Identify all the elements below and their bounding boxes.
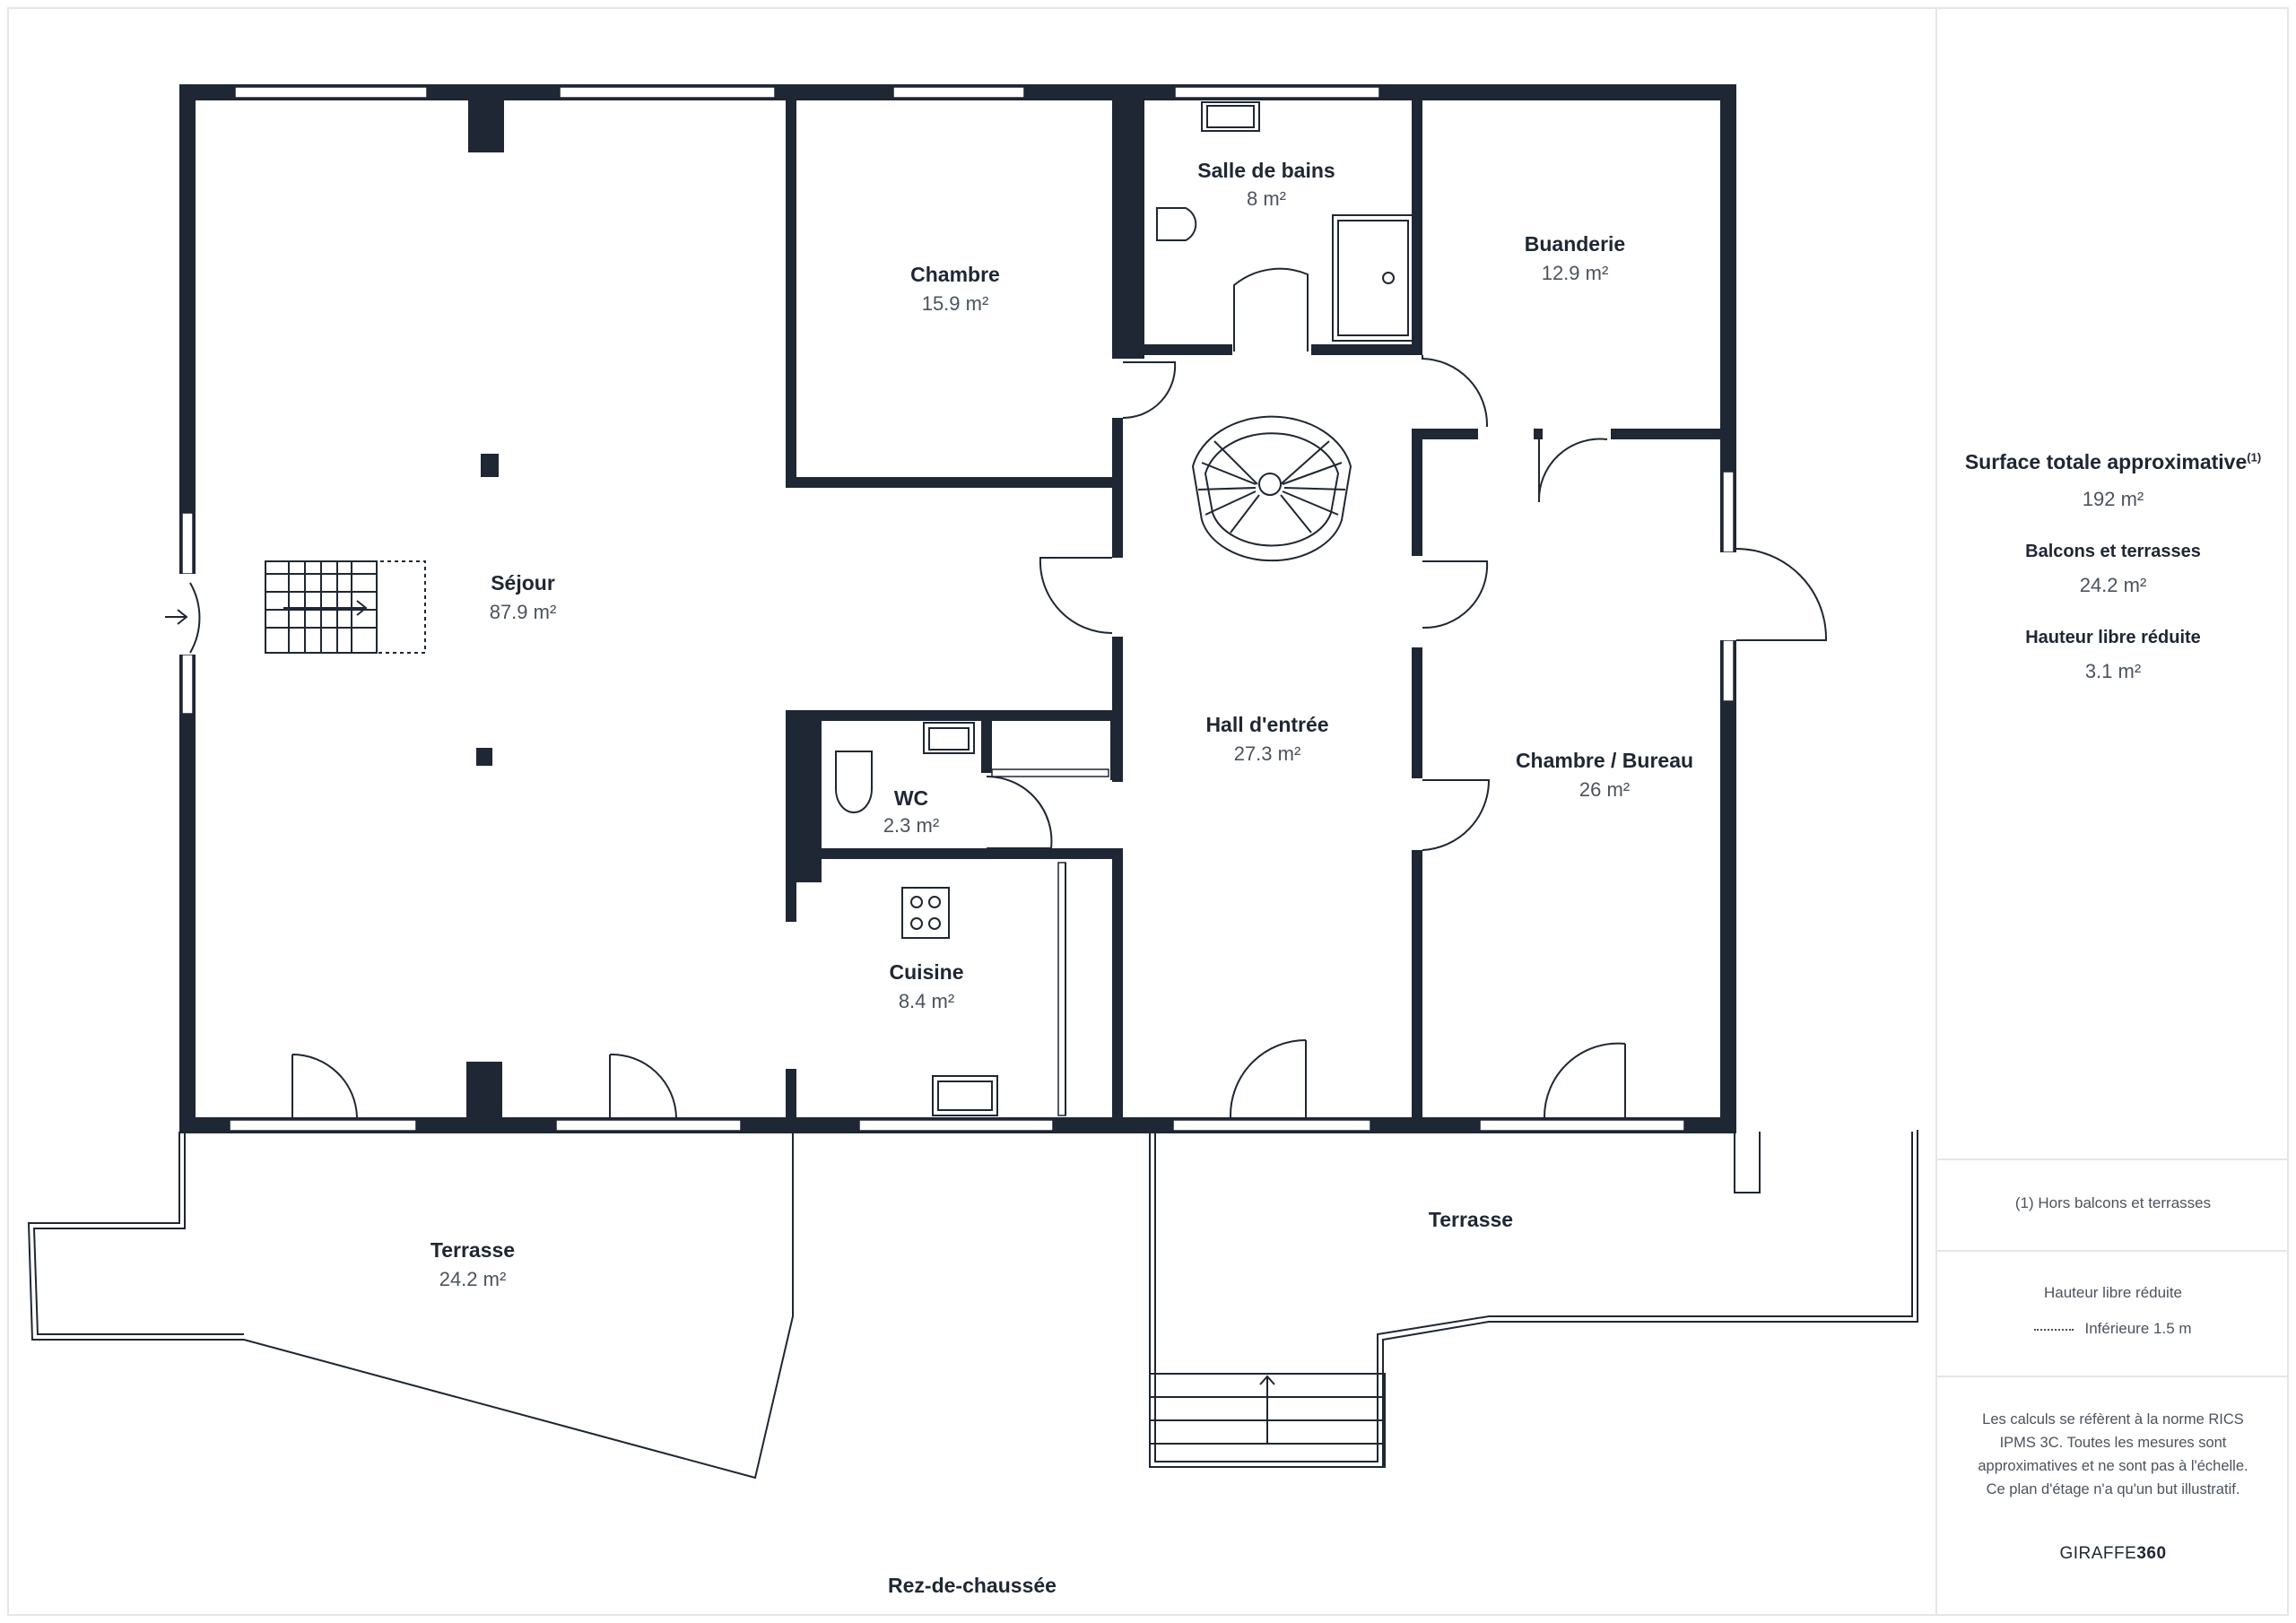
room-label-chambre-bureau: Chambre / Bureau 26 m² <box>1516 749 1693 801</box>
right-window-upper <box>1722 471 1735 553</box>
entry-arrow-icon <box>165 609 188 625</box>
svg-text:WC: WC <box>894 786 928 810</box>
svg-text:87.9 m²: 87.9 m² <box>490 601 557 623</box>
room-label-cuisine: Cuisine 8.4 m² <box>889 960 963 1012</box>
fixtures <box>794 101 1414 1116</box>
svg-text:Chambre / Bureau: Chambre / Bureau <box>1516 749 1693 772</box>
entrance-steps <box>1149 1373 1386 1468</box>
room-label-wc: WC 2.3 m² <box>883 786 939 837</box>
room-label-chambre: Chambre 15.9 m² <box>910 263 1000 315</box>
svg-text:Buanderie: Buanderie <box>1525 232 1625 256</box>
sheet-frame <box>7 7 2289 1616</box>
room-label-salle-de-bains: Salle de bains 8 m² <box>1197 159 1335 210</box>
svg-text:Hall d'entrée: Hall d'entrée <box>1205 713 1328 736</box>
room-label-terrasse-right: Terrasse <box>1429 1208 1513 1231</box>
kitchen-cabinet-line <box>1057 862 1066 1116</box>
svg-text:24.2 m²: 24.2 m² <box>439 1268 507 1290</box>
pillar-2 <box>476 748 492 766</box>
wc-sink-icon <box>923 722 975 754</box>
top-windows <box>234 86 1380 99</box>
kitchen-sink-icon <box>932 1075 998 1116</box>
cooktop-icon <box>901 887 950 939</box>
terrace-left-outline-inner <box>32 1132 244 1335</box>
svg-text:27.3 m²: 27.3 m² <box>1234 742 1301 765</box>
room-label-hall: Hall d'entrée 27.3 m² <box>1205 713 1328 765</box>
door-swings <box>189 267 1828 1118</box>
wc-toilet-icon <box>835 751 873 813</box>
svg-text:26 m²: 26 m² <box>1579 778 1630 801</box>
footnote: (1) Hors balcons et terrasses <box>2014 1194 2212 1211</box>
height-label: Hauteur libre réduite <box>2025 628 2201 647</box>
svg-text:15.9 m²: 15.9 m² <box>922 292 989 315</box>
sidebar-divider <box>1937 1159 2289 1160</box>
svg-text:Séjour: Séjour <box>491 571 555 595</box>
right-door-opening <box>1720 552 1736 640</box>
legend-title: Hauteur libre réduite <box>2043 1284 2183 1301</box>
svg-text:Salle de bains: Salle de bains <box>1197 159 1335 182</box>
terrace-left-outline <box>27 1132 794 1480</box>
svg-text:8 m²: 8 m² <box>1247 187 1286 210</box>
terrace-right-outline-inner <box>1154 1132 1913 1462</box>
svg-text:Terrasse: Terrasse <box>1429 1208 1513 1231</box>
bottom-windows <box>229 1119 1685 1132</box>
svg-text:12.9 m²: 12.9 m² <box>1542 262 1609 284</box>
room-label-buanderie: Buanderie 12.9 m² <box>1525 232 1625 284</box>
right-window-lower <box>1722 639 1735 702</box>
shower-icon <box>1332 214 1414 342</box>
column-top <box>468 100 504 152</box>
left-window-lower <box>181 654 194 715</box>
pillar-1 <box>481 454 499 477</box>
svg-text:Cuisine: Cuisine <box>889 960 963 984</box>
svg-text:Chambre: Chambre <box>910 263 1000 286</box>
left-entry-opening <box>179 574 196 655</box>
total-area-label: Surface totale approximative(1) <box>1964 450 2262 473</box>
svg-text:2.3 m²: 2.3 m² <box>883 814 939 837</box>
bath-toilet-icon <box>1156 207 1197 241</box>
interior-walls <box>786 100 1736 1133</box>
total-area-value: 192 m² <box>2082 488 2144 510</box>
staircase-straight <box>265 560 426 654</box>
sidebar-divider <box>1937 1376 2289 1377</box>
column-bottom <box>466 1062 502 1117</box>
staircase-spiral <box>1191 415 1352 562</box>
left-window-upper <box>181 512 194 575</box>
room-label-terrasse-left: Terrasse 24.2 m² <box>430 1238 515 1290</box>
svg-text:8.4 m²: 8.4 m² <box>899 990 954 1012</box>
info-sidebar: Surface totale approximative(1) 192 m² B… <box>1935 7 2289 1616</box>
height-value: 3.1 m² <box>2084 660 2142 682</box>
room-label-sejour: Séjour 87.9 m² <box>490 571 557 623</box>
balconies-label: Balcons et terrasses <box>2025 542 2201 561</box>
floor-label: Rez-de-chaussée <box>888 1574 1057 1597</box>
dotted-line-icon <box>2034 1328 2074 1331</box>
legend-item: Inférieure 1.5 m <box>1937 1320 2289 1338</box>
brand-logo: GIRAFFE360 <box>2059 1544 2167 1563</box>
disclaimer: Les calculs se réfèrent à la norme RICS … <box>1978 1411 2248 1497</box>
svg-text:Terrasse: Terrasse <box>430 1238 515 1262</box>
terrace-right-notch <box>1734 1132 1761 1193</box>
wc-slide-panel <box>991 768 1109 777</box>
sidebar-divider <box>1937 1250 2289 1252</box>
terrace-right-outline <box>1149 1130 1918 1468</box>
bath-sink-icon <box>1201 101 1260 132</box>
balconies-value: 24.2 m² <box>2079 574 2147 596</box>
